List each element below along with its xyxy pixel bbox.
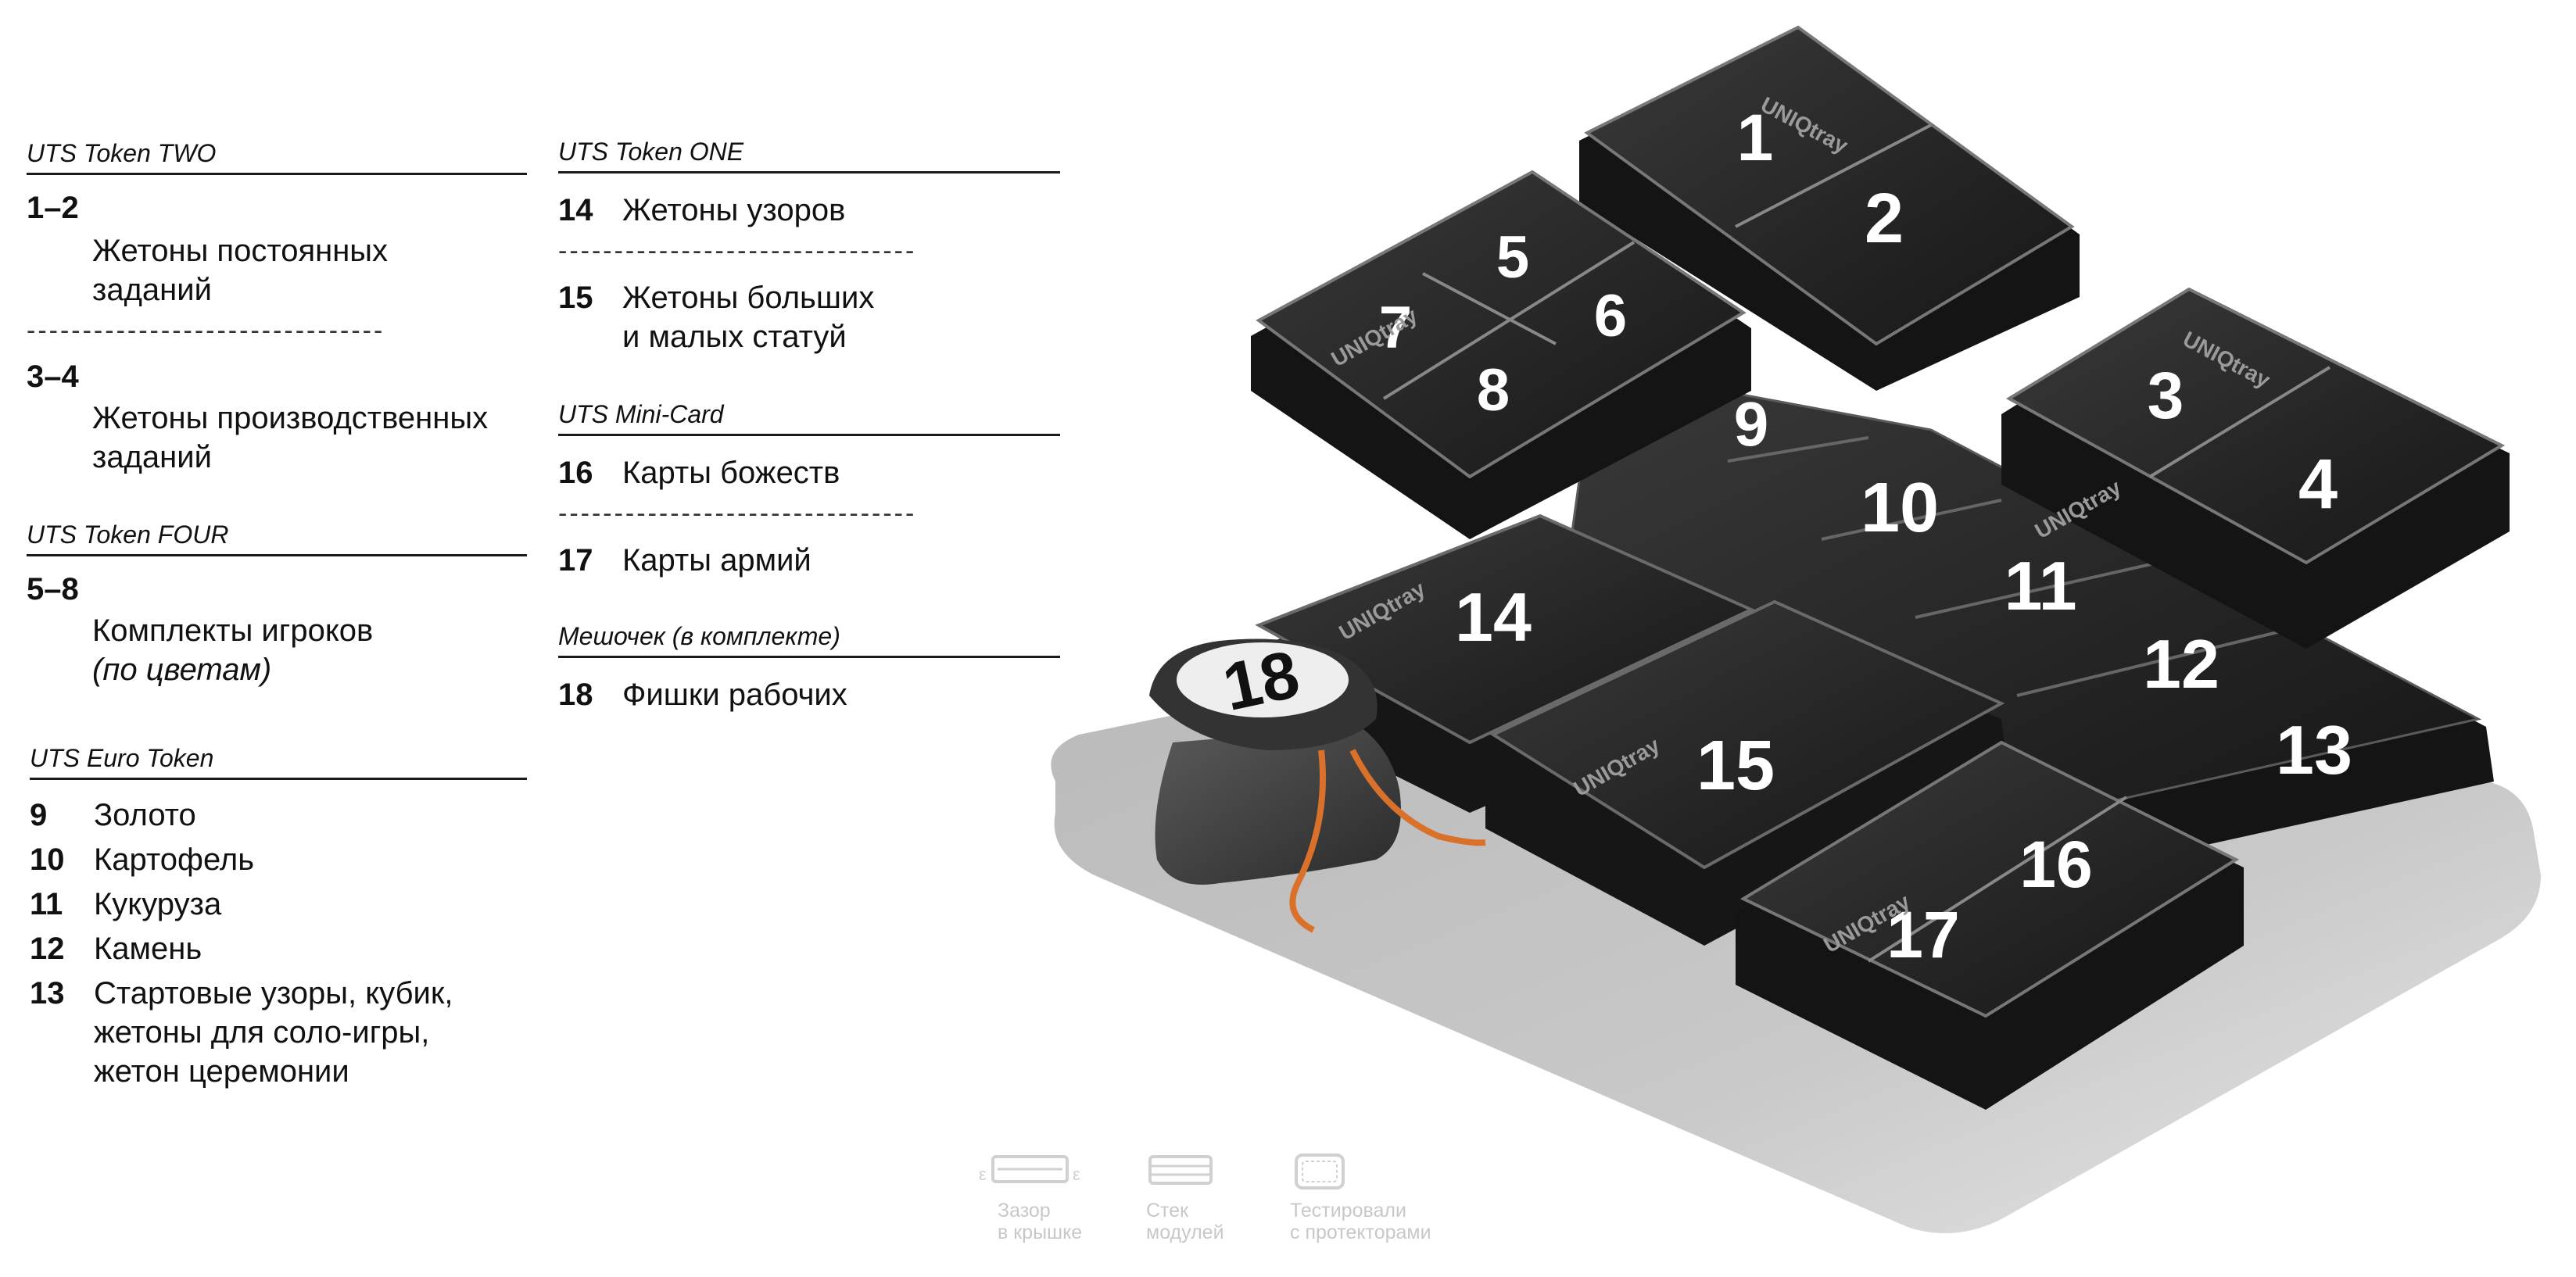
tray-number: 12 bbox=[2143, 625, 2220, 703]
group-header-token-one: UTS Token ONE bbox=[558, 138, 1060, 173]
svg-text:ε: ε bbox=[1073, 1164, 1080, 1184]
group-header-mini-card: UTS Mini-Card bbox=[558, 400, 1060, 436]
module-stack-icon bbox=[1148, 1155, 1213, 1185]
list-item: 13 Стартовые узоры, кубик,жетоны для сол… bbox=[30, 976, 453, 1089]
item-number: 1–2 bbox=[27, 191, 79, 225]
tray-illustration: 1 2 3 4 5 6 7 8 9 10 11 12 13 14 15 16 1… bbox=[1051, 25, 2541, 1233]
tray-15 bbox=[1485, 599, 2009, 946]
tray-number: 3 bbox=[2148, 359, 2184, 432]
item-number: 5–8 bbox=[27, 572, 79, 606]
tray-5-8 bbox=[1251, 170, 1751, 539]
tray-number: 4 bbox=[2298, 445, 2338, 524]
tray-3-4 bbox=[2001, 287, 2510, 649]
item-description: Жетоны постоянных заданий bbox=[92, 234, 389, 307]
svg-text:ε: ε bbox=[979, 1164, 987, 1184]
group-header-euro-token: UTS Euro Token bbox=[30, 744, 527, 780]
item-description: Жетоны производственных заданий bbox=[92, 401, 489, 474]
group-header-token-two: UTS Token TWO bbox=[27, 139, 527, 175]
tray-number: 10 bbox=[1861, 469, 1939, 547]
tray-number: 8 bbox=[1477, 357, 1510, 424]
item-description: Комплекты игроков (по цветам) bbox=[92, 613, 374, 687]
tray-number: 16 bbox=[2019, 828, 2092, 901]
tray-16-17 bbox=[1736, 740, 2244, 1110]
sleeve-tested-icon bbox=[1295, 1154, 1345, 1189]
tray-number: 15 bbox=[1696, 727, 1775, 805]
separator: -------------------------------- bbox=[27, 316, 385, 345]
tray-number: 9 bbox=[1734, 389, 1769, 459]
lid-gap-icon: ε ε bbox=[979, 1155, 1080, 1184]
separator: -------------------------------- bbox=[558, 236, 917, 266]
tray-number: 14 bbox=[1455, 578, 1532, 656]
tray-number: 18 bbox=[1216, 636, 1306, 725]
tray-number: 7 bbox=[1379, 295, 1412, 361]
tray-1-2 bbox=[1579, 25, 2080, 391]
group-header-token-four: UTS Token FOUR bbox=[27, 520, 527, 556]
tray-number: 13 bbox=[2276, 711, 2352, 789]
tray-base-strip bbox=[1562, 366, 2494, 883]
tray-number: 2 bbox=[1865, 180, 1904, 258]
bag-18: 18 bbox=[1149, 636, 1486, 933]
tray-number: 5 bbox=[1496, 224, 1529, 291]
separator: -------------------------------- bbox=[558, 499, 917, 528]
tray-number: 6 bbox=[1594, 283, 1627, 349]
group-header-bag: Мешочек (в комплекте) bbox=[558, 622, 1060, 658]
tray-number: 17 bbox=[1886, 898, 1959, 971]
tray-number: 1 bbox=[1737, 101, 1774, 174]
tray-number: 11 bbox=[2004, 547, 2076, 624]
item-number: 3–4 bbox=[27, 359, 79, 394]
